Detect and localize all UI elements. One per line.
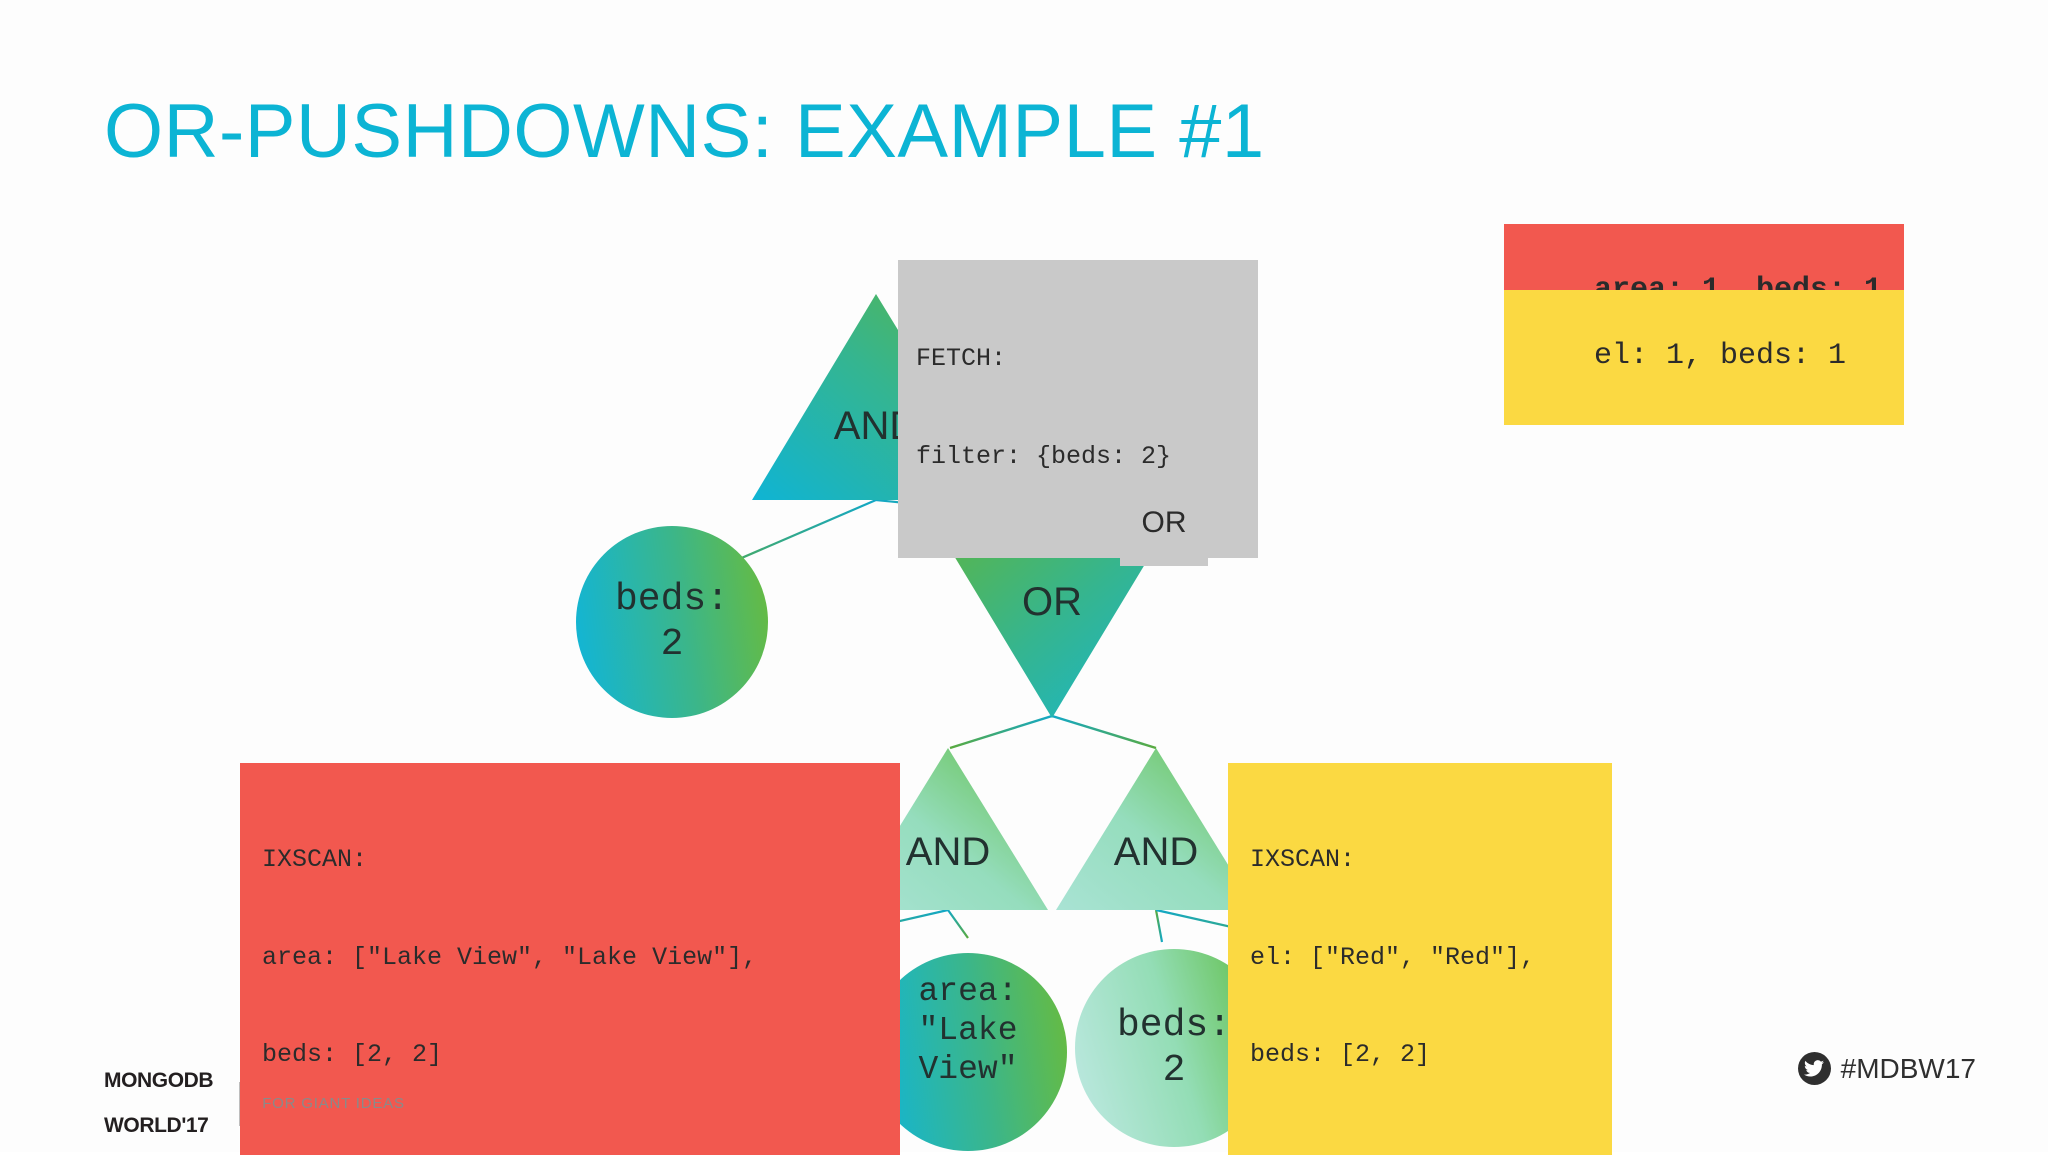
brand-tagline: FOR GIANT IDEAS	[262, 1095, 405, 1113]
ixscan-left-annotation: IXSCAN: area: ["Lake View", "Lake View"]…	[240, 763, 900, 1155]
legend-index-el-beds-text: el: 1, beds: 1	[1594, 339, 1847, 373]
twitter-icon	[1797, 1052, 1831, 1085]
or-triangle	[936, 526, 1168, 718]
page-title: OR-PUSHDOWNS: EXAMPLE #1	[104, 89, 1265, 174]
ixscan-right-line1: IXSCAN:	[1250, 845, 1356, 874]
ixscan-right-line3: beds: [2, 2]	[1250, 1040, 1431, 1069]
wordmark-line2: WORLD'17	[104, 1114, 209, 1138]
footer-hashtag-group: #MDBW17	[1797, 1052, 1976, 1085]
leaf-area-circle	[869, 953, 1067, 1151]
and-right-triangle	[1056, 748, 1256, 910]
or-stage-label: OR	[1141, 505, 1187, 539]
wordmark-line1: MONGODB	[104, 1068, 214, 1092]
ixscan-left-line2: area: ["Lake View", "Lake View"],	[262, 942, 758, 972]
legend-index-el-beds: el: 1, beds: 1	[1504, 290, 1904, 425]
footer-brand: MONGODB WORLD'17 FOR GIANT IDEAS	[104, 1047, 405, 1160]
ixscan-left-line1: IXSCAN:	[262, 845, 368, 874]
hashtag-label: #MDBW17	[1840, 1052, 1976, 1084]
leaf-beds-right-circle	[1075, 949, 1273, 1147]
ixscan-right-annotation: IXSCAN: el: ["Red", "Red"], beds: [2, 2]	[1228, 763, 1612, 1155]
logo-divider	[239, 1081, 241, 1126]
ixscan-right-line2: el: ["Red", "Red"],	[1250, 942, 1536, 972]
fetch-line2: filter: {beds: 2}	[916, 441, 1172, 471]
mongodb-world-wordmark: MONGODB WORLD'17	[104, 1047, 214, 1160]
leaf-beds-root-circle	[576, 526, 768, 718]
ixscan-left-line3: beds: [2, 2]	[262, 1040, 443, 1069]
or-stage-annotation: OR	[1120, 478, 1208, 566]
fetch-annotation: FETCH: filter: {beds: 2}	[898, 260, 1258, 558]
fetch-line1: FETCH:	[916, 344, 1007, 373]
